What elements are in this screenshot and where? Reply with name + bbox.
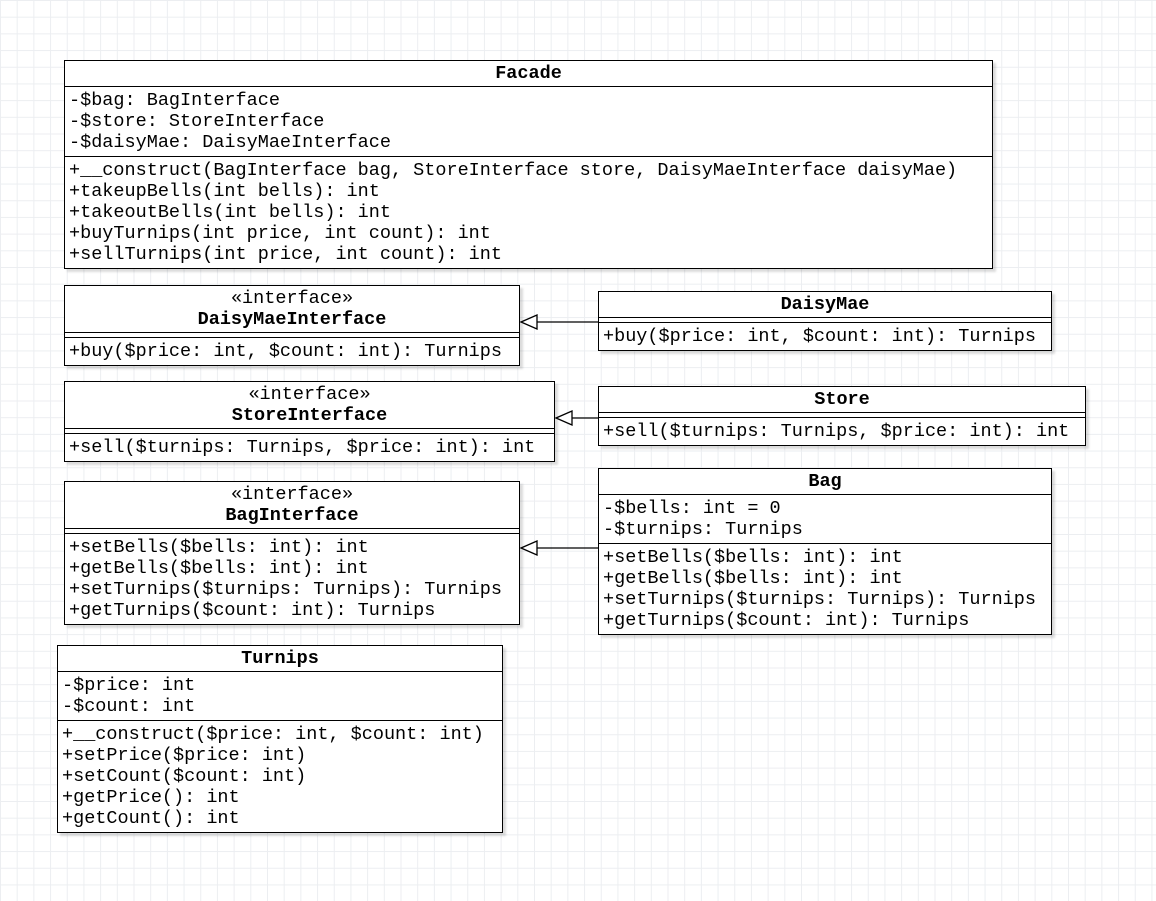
class-stereotype: «interface» — [248, 384, 371, 405]
method-row: +sellTurnips(int price, int count): int — [69, 244, 502, 265]
method-row: +takeoutBells(int bells): int — [69, 202, 391, 223]
class-stereotype: «interface» — [230, 484, 354, 505]
class-box-daisymae: DaisyMae +buy($price: int, $count: int): … — [598, 291, 1052, 351]
method-row: +sell($turnips: Turnips, $price: int): i… — [603, 421, 1070, 442]
attributes-section — [65, 529, 519, 534]
attributes-section: -$price: int-$count: int — [58, 672, 502, 721]
class-stereotype: «interface» — [230, 288, 354, 309]
class-title-bag-interface: «interface»BagInterface — [65, 482, 519, 529]
attributes-section — [65, 333, 519, 338]
class-box-bag-interface: «interface»BagInterface +setBells($bells:… — [64, 481, 520, 625]
method-row: +getBells($bells: int): int — [69, 558, 369, 579]
methods-section: +__construct($price: int, $count: int)+s… — [58, 721, 502, 832]
method-row: +setTurnips($turnips: Turnips): Turnips — [603, 589, 1036, 610]
class-title-store: Store — [599, 387, 1085, 413]
attributes-section: -$bells: int = 0-$turnips: Turnips — [599, 495, 1051, 544]
method-row: +getCount(): int — [62, 808, 240, 829]
class-name: DaisyMae — [780, 294, 870, 315]
method-row: +__construct($price: int, $count: int) — [62, 724, 484, 745]
method-row: +getPrice(): int — [62, 787, 240, 808]
class-title-bag: Bag — [599, 469, 1051, 495]
class-name: Store — [814, 389, 870, 410]
class-title-store-interface: «interface»StoreInterface — [65, 382, 554, 429]
method-row: +setTurnips($turnips: Turnips): Turnips — [69, 579, 502, 600]
method-row: +buyTurnips(int price, int count): int — [69, 223, 491, 244]
attribute-row: -$turnips: Turnips — [603, 519, 803, 540]
class-name: Bag — [808, 471, 842, 492]
methods-section: +buy($price: int, $count: int): Turnips — [599, 323, 1051, 350]
method-row: +setCount($count: int) — [62, 766, 307, 787]
attributes-section — [599, 318, 1051, 323]
class-box-turnips: Turnips-$price: int-$count: int+__constr… — [57, 645, 503, 833]
realization-arrow-bag-realizes-bag-interface — [519, 540, 598, 556]
class-box-store-interface: «interface»StoreInterface +sell($turnips:… — [64, 381, 555, 462]
attribute-row: -$daisyMae: DaisyMaeInterface — [69, 132, 391, 153]
attribute-row: -$count: int — [62, 696, 196, 717]
class-name: StoreInterface — [231, 405, 388, 426]
class-title-facade: Facade — [65, 61, 992, 87]
class-name: Facade — [495, 63, 562, 84]
method-row: +sell($turnips: Turnips, $price: int): i… — [69, 437, 536, 458]
methods-section: +__construct(BagInterface bag, StoreInte… — [65, 157, 992, 268]
class-box-bag: Bag-$bells: int = 0-$turnips: Turnips+se… — [598, 468, 1052, 635]
class-box-daisymae-interface: «interface»DaisyMaeInterface +buy($price:… — [64, 285, 520, 366]
class-title-turnips: Turnips — [58, 646, 502, 672]
method-row: +setBells($bells: int): int — [69, 537, 369, 558]
attribute-row: -$bag: BagInterface — [69, 90, 280, 111]
methods-section: +sell($turnips: Turnips, $price: int): i… — [599, 418, 1085, 445]
attributes-section — [65, 429, 554, 434]
method-row: +__construct(BagInterface bag, StoreInte… — [69, 160, 958, 181]
attributes-section: -$bag: BagInterface-$store: StoreInterfa… — [65, 87, 992, 157]
class-name: BagInterface — [225, 505, 359, 526]
attribute-row: -$store: StoreInterface — [69, 111, 325, 132]
methods-section: +setBells($bells: int): int+getBells($be… — [65, 534, 519, 624]
class-name: Turnips — [241, 648, 319, 669]
methods-section: +buy($price: int, $count: int): Turnips — [65, 338, 519, 365]
methods-section: +setBells($bells: int): int+getBells($be… — [599, 544, 1051, 634]
method-row: +buy($price: int, $count: int): Turnips — [603, 326, 1036, 347]
method-row: +setBells($bells: int): int — [603, 547, 903, 568]
class-box-facade: Facade -$bag: BagInterface-$store: StoreI… — [64, 60, 993, 269]
method-row: +setPrice($price: int) — [62, 745, 307, 766]
realization-arrow-daisymae-realizes-daisymae-interface — [519, 314, 598, 330]
attributes-section — [599, 413, 1085, 418]
method-row: +takeupBells(int bells): int — [69, 181, 380, 202]
method-row: +getBells($bells: int): int — [603, 568, 903, 589]
attribute-row: -$price: int — [62, 675, 196, 696]
method-row: +getTurnips($count: int): Turnips — [69, 600, 436, 621]
class-title-daisymae-interface: «interface»DaisyMaeInterface — [65, 286, 519, 333]
method-row: +buy($price: int, $count: int): Turnips — [69, 341, 502, 362]
class-name: DaisyMaeInterface — [197, 309, 387, 330]
method-row: +getTurnips($count: int): Turnips — [603, 610, 970, 631]
realization-arrow-store-realizes-store-interface — [554, 410, 598, 426]
attribute-row: -$bells: int = 0 — [603, 498, 781, 519]
class-title-daisymae: DaisyMae — [599, 292, 1051, 318]
class-box-store: Store +sell($turnips: Turnips, $price: in… — [598, 386, 1086, 446]
methods-section: +sell($turnips: Turnips, $price: int): i… — [65, 434, 554, 461]
